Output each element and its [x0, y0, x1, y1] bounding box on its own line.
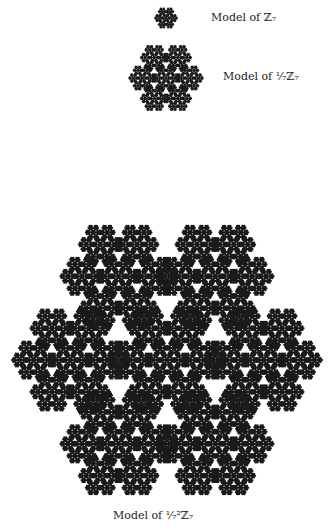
- fractal-small: [154, 7, 178, 28]
- model-caption: Model of ¹⁄₇ℤ₇: [222, 70, 300, 83]
- fractal-large: [11, 225, 323, 495]
- model-caption: Model of ℤ₇: [210, 11, 277, 24]
- fractal-medium: [128, 45, 204, 111]
- model-caption: Model of ¹⁄₇²ℤ₇: [112, 509, 194, 522]
